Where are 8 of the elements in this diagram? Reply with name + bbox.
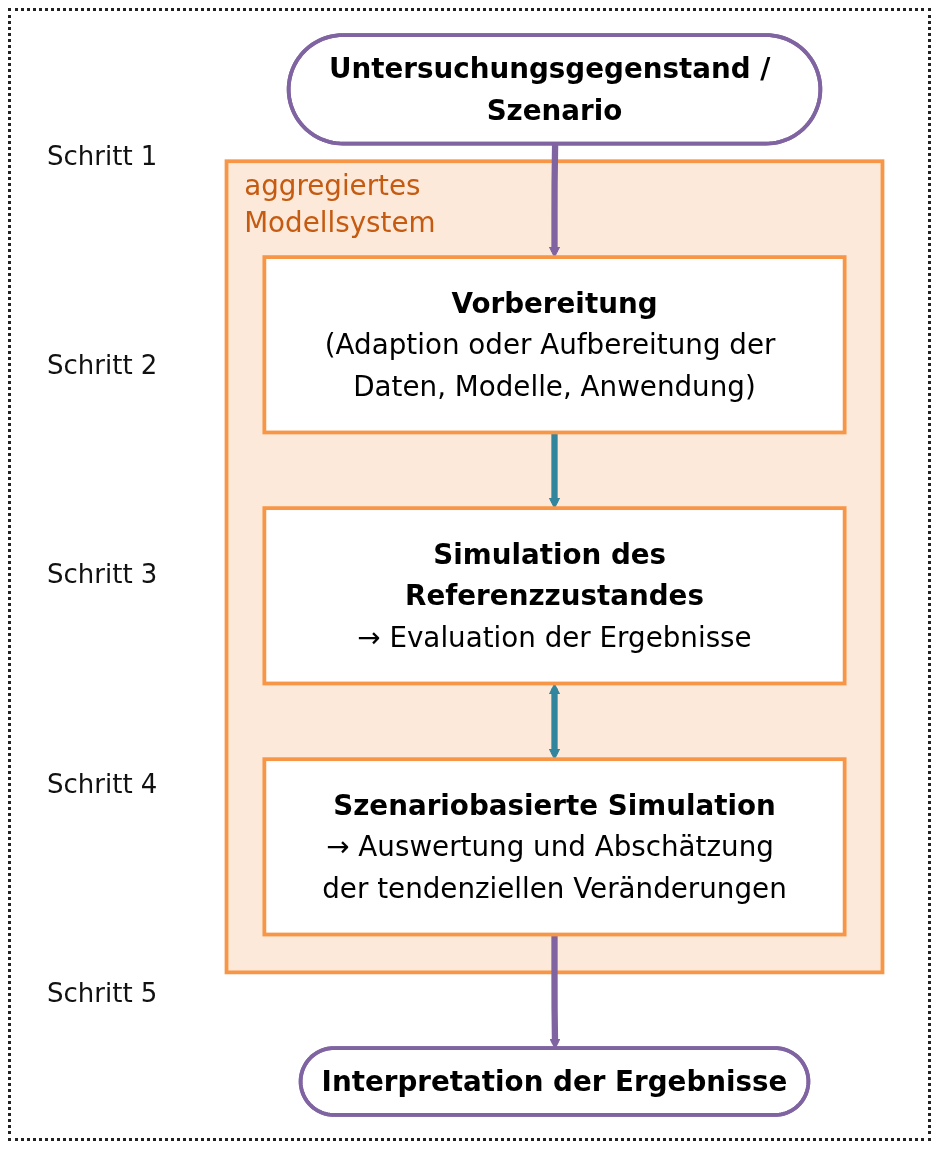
node-box: Vorbereitung (Adaption oder Aufbereitung der Daten, Modelle, Anwendung) <box>262 254 847 434</box>
node-box: Szenariobasierte Simulation → Auswertung und Abschätzung der tendenziellen Veränderungen <box>262 756 847 936</box>
step-label: Schritt 3 <box>47 559 159 590</box>
step-label: Schritt 1 <box>47 140 159 171</box>
step-label: Schritt 5 <box>47 978 159 1009</box>
step-label: Schritt 4 <box>47 768 159 799</box>
node-box: Simulation des Referenzzustandes → Evaluation der Ergebnisse <box>262 505 847 685</box>
step-label: Schritt 2 <box>47 350 159 381</box>
